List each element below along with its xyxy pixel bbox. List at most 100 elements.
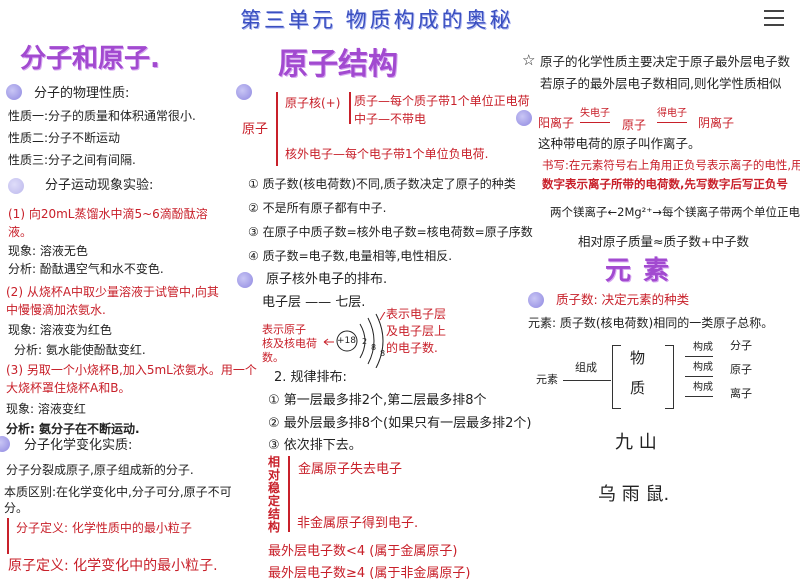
- experiment-1: (1) 向20mL蒸馏水中滴5~6滴酚酞溶: [8, 207, 208, 221]
- bracket-line: [7, 518, 9, 554]
- writing-rule-1: 书写:在元素符号右上角用正负号表示离子的电性,用: [542, 158, 800, 172]
- experiment-2-observation: 现象: 溶液变为红色: [8, 323, 112, 337]
- menu-icon[interactable]: [764, 10, 784, 26]
- shell-arc: [359, 323, 366, 359]
- property-1: 性质一:分子的质量和体积通常很小.: [8, 109, 196, 123]
- section-heading-atom-structure: 原子结构: [278, 47, 398, 82]
- particle-atom: 原子: [730, 363, 752, 376]
- diagram-element: 元素: [536, 373, 558, 386]
- rule-title: 2. 规律排布:: [274, 370, 347, 385]
- star-icon: ☆: [522, 51, 536, 69]
- label-char: 对: [268, 468, 281, 482]
- particle-molecule: 分子: [730, 339, 752, 352]
- bracket-right: [665, 345, 674, 409]
- experiment-title: 分子运动现象实验:: [45, 178, 154, 193]
- bracket-line: [276, 92, 278, 166]
- bullet-icon: [516, 110, 532, 126]
- page-title: 第三单元 物质构成的奥秘: [240, 8, 514, 32]
- atom-label: 原子: [622, 118, 647, 132]
- mg-example: 两个镁离子←2Mg²⁺→每个镁离子带两个单位正电荷: [550, 205, 800, 219]
- experiment-2: (2) 从烧杯A中取少量溶液于试管中,向其: [6, 285, 219, 299]
- point-3: ③ 在原子中质子数=核外电子数=核电荷数=原子序数: [248, 225, 533, 239]
- label-char: 构: [268, 520, 281, 534]
- relative-atomic-mass: 相对原子质量≈质子数+中子数: [578, 234, 749, 249]
- rule-3: ③ 依次排下去。: [268, 438, 362, 453]
- note-line: 表示原子: [262, 323, 306, 336]
- nucleus-charge: +18: [337, 336, 356, 346]
- bullet-icon: [8, 178, 24, 194]
- atom-label: 原子: [242, 122, 269, 137]
- bracket-left: [612, 345, 621, 409]
- ion-definition: 这种带电荷的原子叫作离子。: [538, 136, 701, 151]
- experiment-3: (3) 另取一个小烧杯B,加入5mL浓氨水。用一个: [6, 363, 257, 377]
- atom-structure-diagram: [323, 312, 386, 368]
- property-2: 性质二:分子不断运动: [8, 131, 121, 145]
- outer-lt4: 最外层电子数<4 (属于金属原子): [268, 544, 458, 559]
- distribution-title: 原子核外电子的排布.: [266, 272, 388, 287]
- chem-property-1: 原子的化学性质主要决定于原子最外层电子数: [540, 54, 791, 69]
- molecule-definition: 分子定义: 化学性质中的最小粒子: [16, 521, 192, 535]
- bullet-icon: [6, 84, 22, 100]
- section-heading-element: 元素: [605, 256, 682, 286]
- experiment-1-observation: 现象: 溶液无色: [8, 244, 88, 258]
- element-definition: 元素: 质子数(核电荷数)相同的一类原子总称。: [528, 316, 774, 330]
- atom-definition: 原子定义: 化学变化中的最小粒子.: [8, 558, 218, 574]
- section-heading-molecules: 分子和原子.: [20, 44, 160, 74]
- bullet-icon: [237, 272, 253, 288]
- outer-ge4: 最外层电子数≥4 (属于非金属原子): [268, 566, 471, 581]
- electron-line: 核外电子—每个电子带1个单位负电荷.: [285, 147, 489, 161]
- bracket-line: [349, 92, 351, 124]
- experiment-3-observation: 现象: 溶液变红: [6, 402, 86, 416]
- property-3: 性质三:分子之间有间隔.: [8, 153, 136, 167]
- proton-line: 质子—每个质子带1个单位正电荷: [354, 94, 530, 108]
- bullet-icon: [528, 292, 544, 308]
- gain-electron-arrow: 得电子: [657, 106, 687, 123]
- lose-electron-arrow: 失电子: [580, 106, 610, 123]
- note-line: 的电子数.: [386, 341, 438, 355]
- chem-change-title: 分子化学变化实质:: [24, 438, 133, 453]
- note-line: 表示电子层: [386, 307, 447, 321]
- note-line: 核及核电荷: [262, 337, 317, 350]
- note-layers: 表示电子层 及电子层上 的电子数.: [386, 306, 446, 357]
- arrow-icon: [323, 338, 334, 346]
- compose-line: [563, 380, 611, 381]
- experiment-1-cont: 液。: [8, 225, 33, 239]
- stable-structure-label: 相 对 稳 定 结 构: [268, 456, 280, 534]
- diagram-compose: 组成: [575, 361, 597, 374]
- anion-label: 阴离子: [698, 116, 735, 130]
- physical-title: 分子的物理性质:: [34, 86, 130, 101]
- bullet-icon: [0, 436, 10, 452]
- constitute-arrow: 构成: [685, 380, 713, 397]
- experiment-2-analysis: 分析: 氨水能使酚酞变红.: [14, 343, 146, 357]
- matter-char: 物: [630, 349, 646, 367]
- label-char: 定: [268, 494, 281, 508]
- writing-rule-2: 数字表示离子所带的电荷数,先写数字后写正负号: [542, 177, 788, 191]
- nucleus-label: 原子核(+): [285, 96, 341, 110]
- rule-1: ① 第一层最多排2个,第二层最多排8个: [268, 393, 487, 408]
- note-nucleus: 表示原子 核及核电荷 数。: [262, 323, 317, 365]
- rule-2: ② 最外层最多排8个(如果只有一层最多排2个): [268, 416, 532, 431]
- neutron-line: 中子—不带电: [354, 112, 427, 126]
- arrow-icon: [379, 312, 386, 321]
- shell-count: 2: [362, 337, 368, 346]
- shell-count: 8: [380, 349, 386, 358]
- point-4: ④ 质子数=电子数,电量相等,电性相反.: [248, 249, 453, 263]
- nucleus-circle: [336, 330, 358, 352]
- experiment-3-analysis: 分析: 氨分子在不断运动.: [6, 422, 140, 436]
- bullet-icon: [236, 84, 252, 100]
- experiment-2-cont: 中慢慢滴加浓氨水.: [6, 303, 106, 317]
- note-line: 数。: [262, 351, 284, 364]
- essential-difference: 本质区别:在化学变化中,分子可分,原子不可分。: [4, 485, 232, 515]
- note-line: 及电子层上: [386, 324, 447, 338]
- cation-label: 阳离子: [538, 116, 575, 130]
- shell-count: 8: [371, 343, 377, 352]
- label-char: 稳: [268, 481, 281, 495]
- element-decider: 质子数: 决定元素的种类: [556, 292, 690, 307]
- experiment-3-cont: 大烧杯罩住烧杯A和B。: [6, 381, 131, 395]
- shell-arc: [367, 317, 375, 365]
- label-char: 相: [268, 455, 281, 469]
- point-1: ① 质子数(核电荷数)不同,质子数决定了原子的种类: [248, 177, 516, 191]
- shell-arc: [375, 313, 384, 368]
- label-char: 结: [268, 507, 281, 521]
- practice-chars-2: 乌 雨 鼠.: [598, 484, 670, 505]
